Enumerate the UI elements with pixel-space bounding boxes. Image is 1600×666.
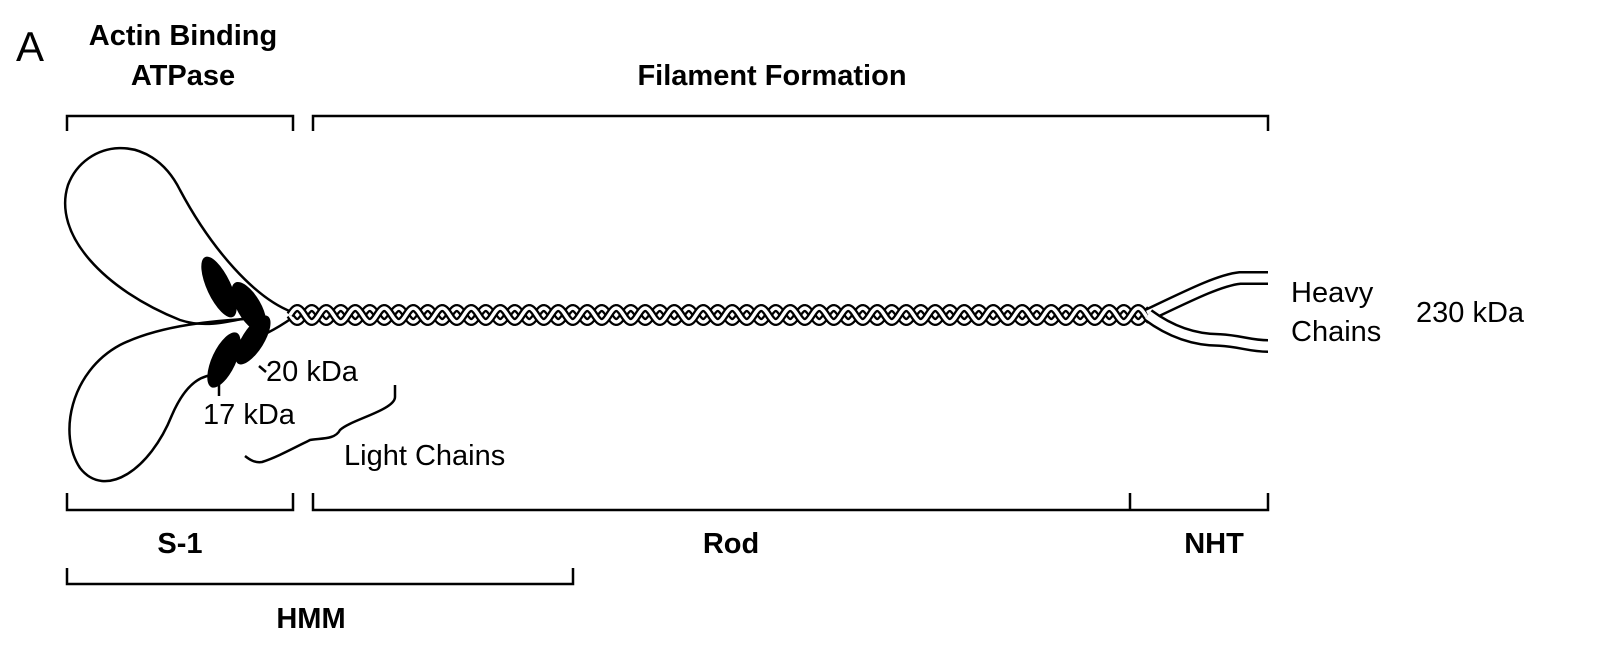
label-chains: Chains — [1291, 316, 1382, 348]
head-lower-outline — [68, 316, 266, 483]
label-230kda: 230 kDa — [1416, 297, 1525, 329]
heavy-chain-tails — [1143, 271, 1269, 353]
label-nht: NHT — [1184, 528, 1244, 560]
label-hmm: HMM — [276, 603, 346, 635]
label-17kda: 17 kDa — [203, 399, 295, 431]
coiled-coil-rod — [286, 303, 1153, 327]
heavy-chain-tail-1 — [1146, 273, 1268, 320]
label-filament-formation: Filament Formation — [637, 60, 907, 92]
heavy-chain-tail-2 — [1145, 311, 1269, 351]
bracket-hmm — [65, 568, 575, 586]
bracket-rod — [311, 493, 1270, 512]
label-s1: S-1 — [157, 528, 203, 560]
light-chain-upper-17kda — [201, 256, 237, 318]
heavy-chain-strand-2 — [288, 306, 1152, 324]
bracket-top-actin-binding — [65, 114, 295, 131]
label-20kda: 20 kDa — [266, 356, 358, 388]
light-chain-ellipses — [201, 256, 271, 388]
label-rod: Rod — [702, 528, 760, 560]
label-actin-binding: Actin Binding — [88, 20, 278, 52]
bracket-top-filament-formation — [311, 114, 1270, 131]
light-chain-lower-17kda — [207, 332, 241, 388]
bracket-s1 — [65, 493, 295, 512]
head-upper-outline — [63, 146, 293, 326]
lc20-leader — [258, 365, 267, 373]
light-chains-brace — [244, 385, 397, 464]
light-chain-lower-20kda — [235, 315, 271, 365]
label-atpase: ATPase — [130, 60, 236, 92]
panel-label: A — [16, 23, 45, 70]
label-heavy: Heavy — [1291, 277, 1374, 309]
label-light-chains: Light Chains — [344, 440, 506, 472]
